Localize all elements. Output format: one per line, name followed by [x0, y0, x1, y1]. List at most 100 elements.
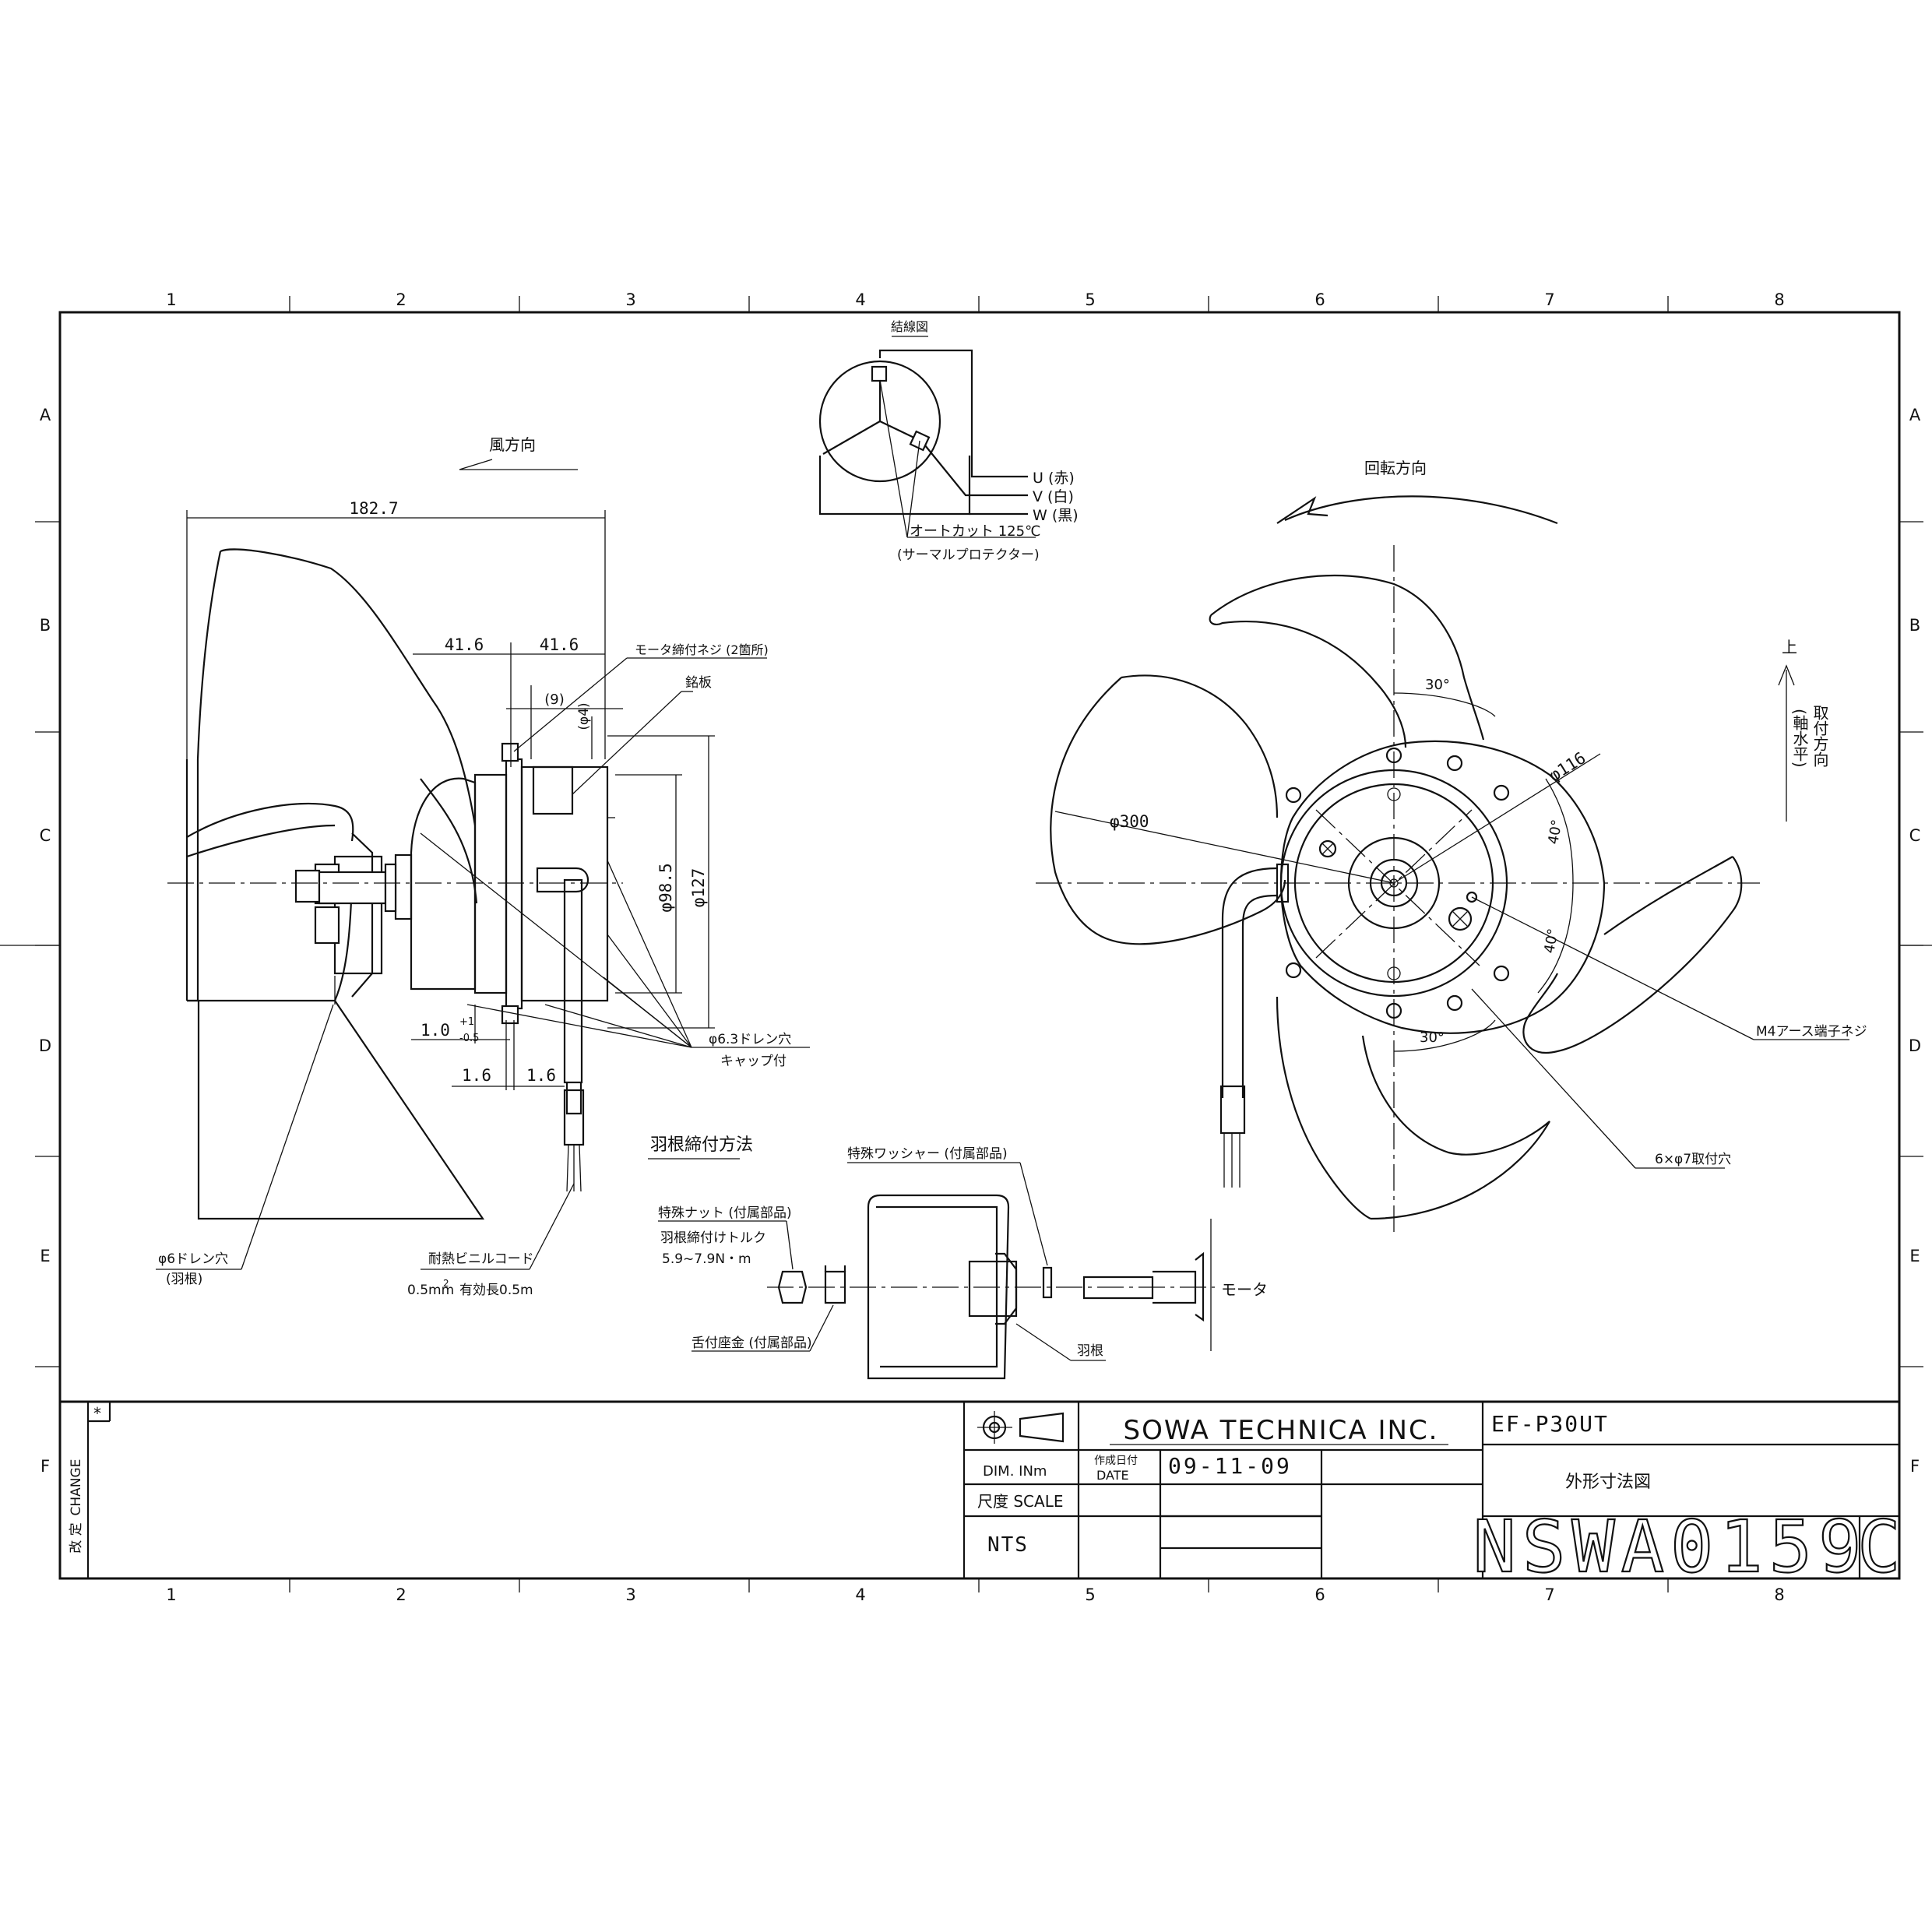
- assembly-method: 羽根締付方法 モータ 特殊ワッシャー (付属部品) 特殊ナット (付属部品) 羽…: [648, 1135, 1268, 1380]
- drawing-title: 外形寸法図: [1565, 1473, 1651, 1492]
- zone-row-right-D: D: [1909, 1036, 1921, 1055]
- mounting-hole: [1493, 965, 1510, 982]
- up-label: 上: [1782, 638, 1797, 656]
- wiring-w-label: W (黒): [1033, 507, 1079, 524]
- zone-col-bottom-1: 1: [166, 1585, 176, 1604]
- tol-base: 1.0: [421, 1021, 450, 1040]
- created-date: 09-11-09: [1168, 1453, 1292, 1479]
- dim-phi127: φ127: [689, 868, 708, 908]
- wind-direction-label: 風方向: [489, 435, 536, 454]
- scale-label: 尺度 SCALE: [977, 1492, 1063, 1511]
- zone-row-left-B: B: [40, 616, 51, 635]
- title-block: * CHANGE 改 定 SOWA TECHNICA INC. EF-P30UT…: [60, 1400, 1902, 1589]
- torque-value: 5.9~7.9N・m: [662, 1251, 751, 1267]
- zone-row-right-F: F: [1910, 1457, 1920, 1476]
- zone-col-top-4: 4: [855, 290, 865, 309]
- shaft-horizontal-label: (軸水平): [1790, 709, 1809, 768]
- cord-size: 0.5mm: [407, 1283, 454, 1298]
- mounting-hole: [1285, 962, 1302, 979]
- kaitei-label: 改 定: [69, 1522, 84, 1553]
- date-label-en: DATE: [1096, 1468, 1129, 1483]
- model-number: EF-P30UT: [1491, 1411, 1609, 1437]
- dim-phi98-5: φ98.5: [656, 863, 675, 912]
- dia-116-label: φ116: [1546, 748, 1589, 785]
- zone-col-top-2: 2: [396, 290, 406, 309]
- drain-cap-label: キャップ付: [720, 1054, 787, 1069]
- side-view: 風方向 182.7: [156, 435, 810, 1298]
- sheet-frame: [0, 296, 1932, 1592]
- zone-row-left-D: D: [39, 1036, 51, 1055]
- drawing-number: NSWA0159: [1473, 1505, 1867, 1589]
- change-label: CHANGE: [69, 1459, 84, 1516]
- zone-row-right-B: B: [1909, 616, 1920, 635]
- cord-label: 耐熱ビニルコード: [428, 1251, 534, 1267]
- dim-unit: DIM. INm: [983, 1463, 1047, 1480]
- mounting-direction-label: 取付方向: [1811, 705, 1829, 767]
- scale-value: NTS: [987, 1533, 1029, 1557]
- rotation-label: 回転方向: [1364, 459, 1427, 477]
- date-label-jp: 作成日付: [1094, 1455, 1138, 1467]
- zone-col-top-3: 3: [625, 290, 635, 309]
- dim-phi4: (φ4): [576, 702, 592, 730]
- wiring-v-label: V (白): [1033, 488, 1074, 505]
- washer-label: 特殊ワッシャー (付属部品): [847, 1146, 1008, 1162]
- drain-hole-motor-label: φ6.3ドレン穴: [709, 1032, 791, 1047]
- torque-label: 羽根締付けトルク: [660, 1230, 766, 1246]
- motor-label: モータ: [1221, 1280, 1268, 1299]
- zone-row-right-E: E: [1909, 1247, 1920, 1265]
- wiring-u-label: U (赤): [1033, 470, 1075, 487]
- autocut-label: オートカット 125℃: [910, 523, 1040, 540]
- zone-row-left-E: E: [40, 1247, 50, 1265]
- dim-41-6-left: 41.6: [445, 635, 484, 654]
- zone-col-bottom-7: 7: [1544, 1585, 1554, 1604]
- zone-col-bottom-6: 6: [1314, 1585, 1325, 1604]
- nameplate-label: 銘板: [685, 675, 712, 691]
- wiring-diagram: 結線図 U (赤) V (白) W (黒) オートカット 125℃ (サーマルプ…: [818, 319, 1079, 563]
- angle-40-upper: 40°: [1545, 818, 1565, 846]
- zone-col-bottom-8: 8: [1774, 1585, 1784, 1604]
- zone-col-top-7: 7: [1544, 290, 1554, 309]
- zone-col-top-8: 8: [1774, 290, 1784, 309]
- earth-screw-label: M4アース端子ネジ: [1756, 1024, 1867, 1040]
- mounting-hole: [1285, 787, 1302, 804]
- angle-30-bottom: 30°: [1420, 1029, 1445, 1046]
- zone-row-right-A: A: [1909, 406, 1921, 424]
- zone-col-bottom-2: 2: [396, 1585, 406, 1604]
- mounting-hole: [1446, 755, 1463, 772]
- cord-length: 有効長0.5m: [459, 1283, 533, 1298]
- dim-1-6-right: 1.6: [526, 1066, 556, 1085]
- seat-label: 舌付座金 (付属部品): [692, 1336, 812, 1351]
- zone-col-bottom-5: 5: [1085, 1585, 1095, 1604]
- zone-col-bottom-4: 4: [855, 1585, 865, 1604]
- blade-label: 羽根: [1077, 1343, 1103, 1359]
- tol-minus: -0.5: [459, 1033, 479, 1044]
- dim-41-6-right: 41.6: [540, 635, 579, 654]
- zone-row-left-F: F: [40, 1457, 50, 1476]
- cord-size-sup: 2: [443, 1278, 449, 1289]
- thermal-protector-label: (サーマルプロテクター): [897, 547, 1040, 563]
- revision-letter: C: [1857, 1505, 1900, 1589]
- mounting-holes-label: 6×φ7取付穴: [1655, 1152, 1731, 1167]
- front-view: 回転方向: [1036, 459, 1867, 1234]
- angle-30-top: 30°: [1425, 677, 1450, 693]
- mounting-hole: [1493, 784, 1510, 801]
- company-name: SOWA TECHNICA INC.: [1123, 1415, 1438, 1446]
- zone-row-left-C: C: [40, 826, 51, 845]
- zone-col-bottom-3: 3: [625, 1585, 635, 1604]
- zone-col-top-1: 1: [166, 290, 176, 309]
- drain-hole-blade-label: φ6ドレン穴: [158, 1251, 228, 1267]
- assembly-title: 羽根締付方法: [650, 1135, 753, 1155]
- tol-plus: +1: [459, 1016, 474, 1028]
- drain-hole-blade-sub: (羽根): [166, 1272, 202, 1287]
- wiring-title: 結線図: [891, 319, 928, 334]
- zone-row-right-C: C: [1909, 826, 1921, 845]
- motor-screw-label: モータ締付ネジ (2箇所): [635, 642, 769, 657]
- dia-300-label: φ300: [1110, 812, 1149, 831]
- dim-9: (9): [544, 692, 565, 708]
- nut-label: 特殊ナット (付属部品): [658, 1205, 792, 1221]
- zone-col-top-6: 6: [1314, 290, 1325, 309]
- change-mark: *: [93, 1404, 101, 1423]
- mounting-hole: [1446, 994, 1463, 1012]
- dim-182-7: 182.7: [349, 499, 398, 518]
